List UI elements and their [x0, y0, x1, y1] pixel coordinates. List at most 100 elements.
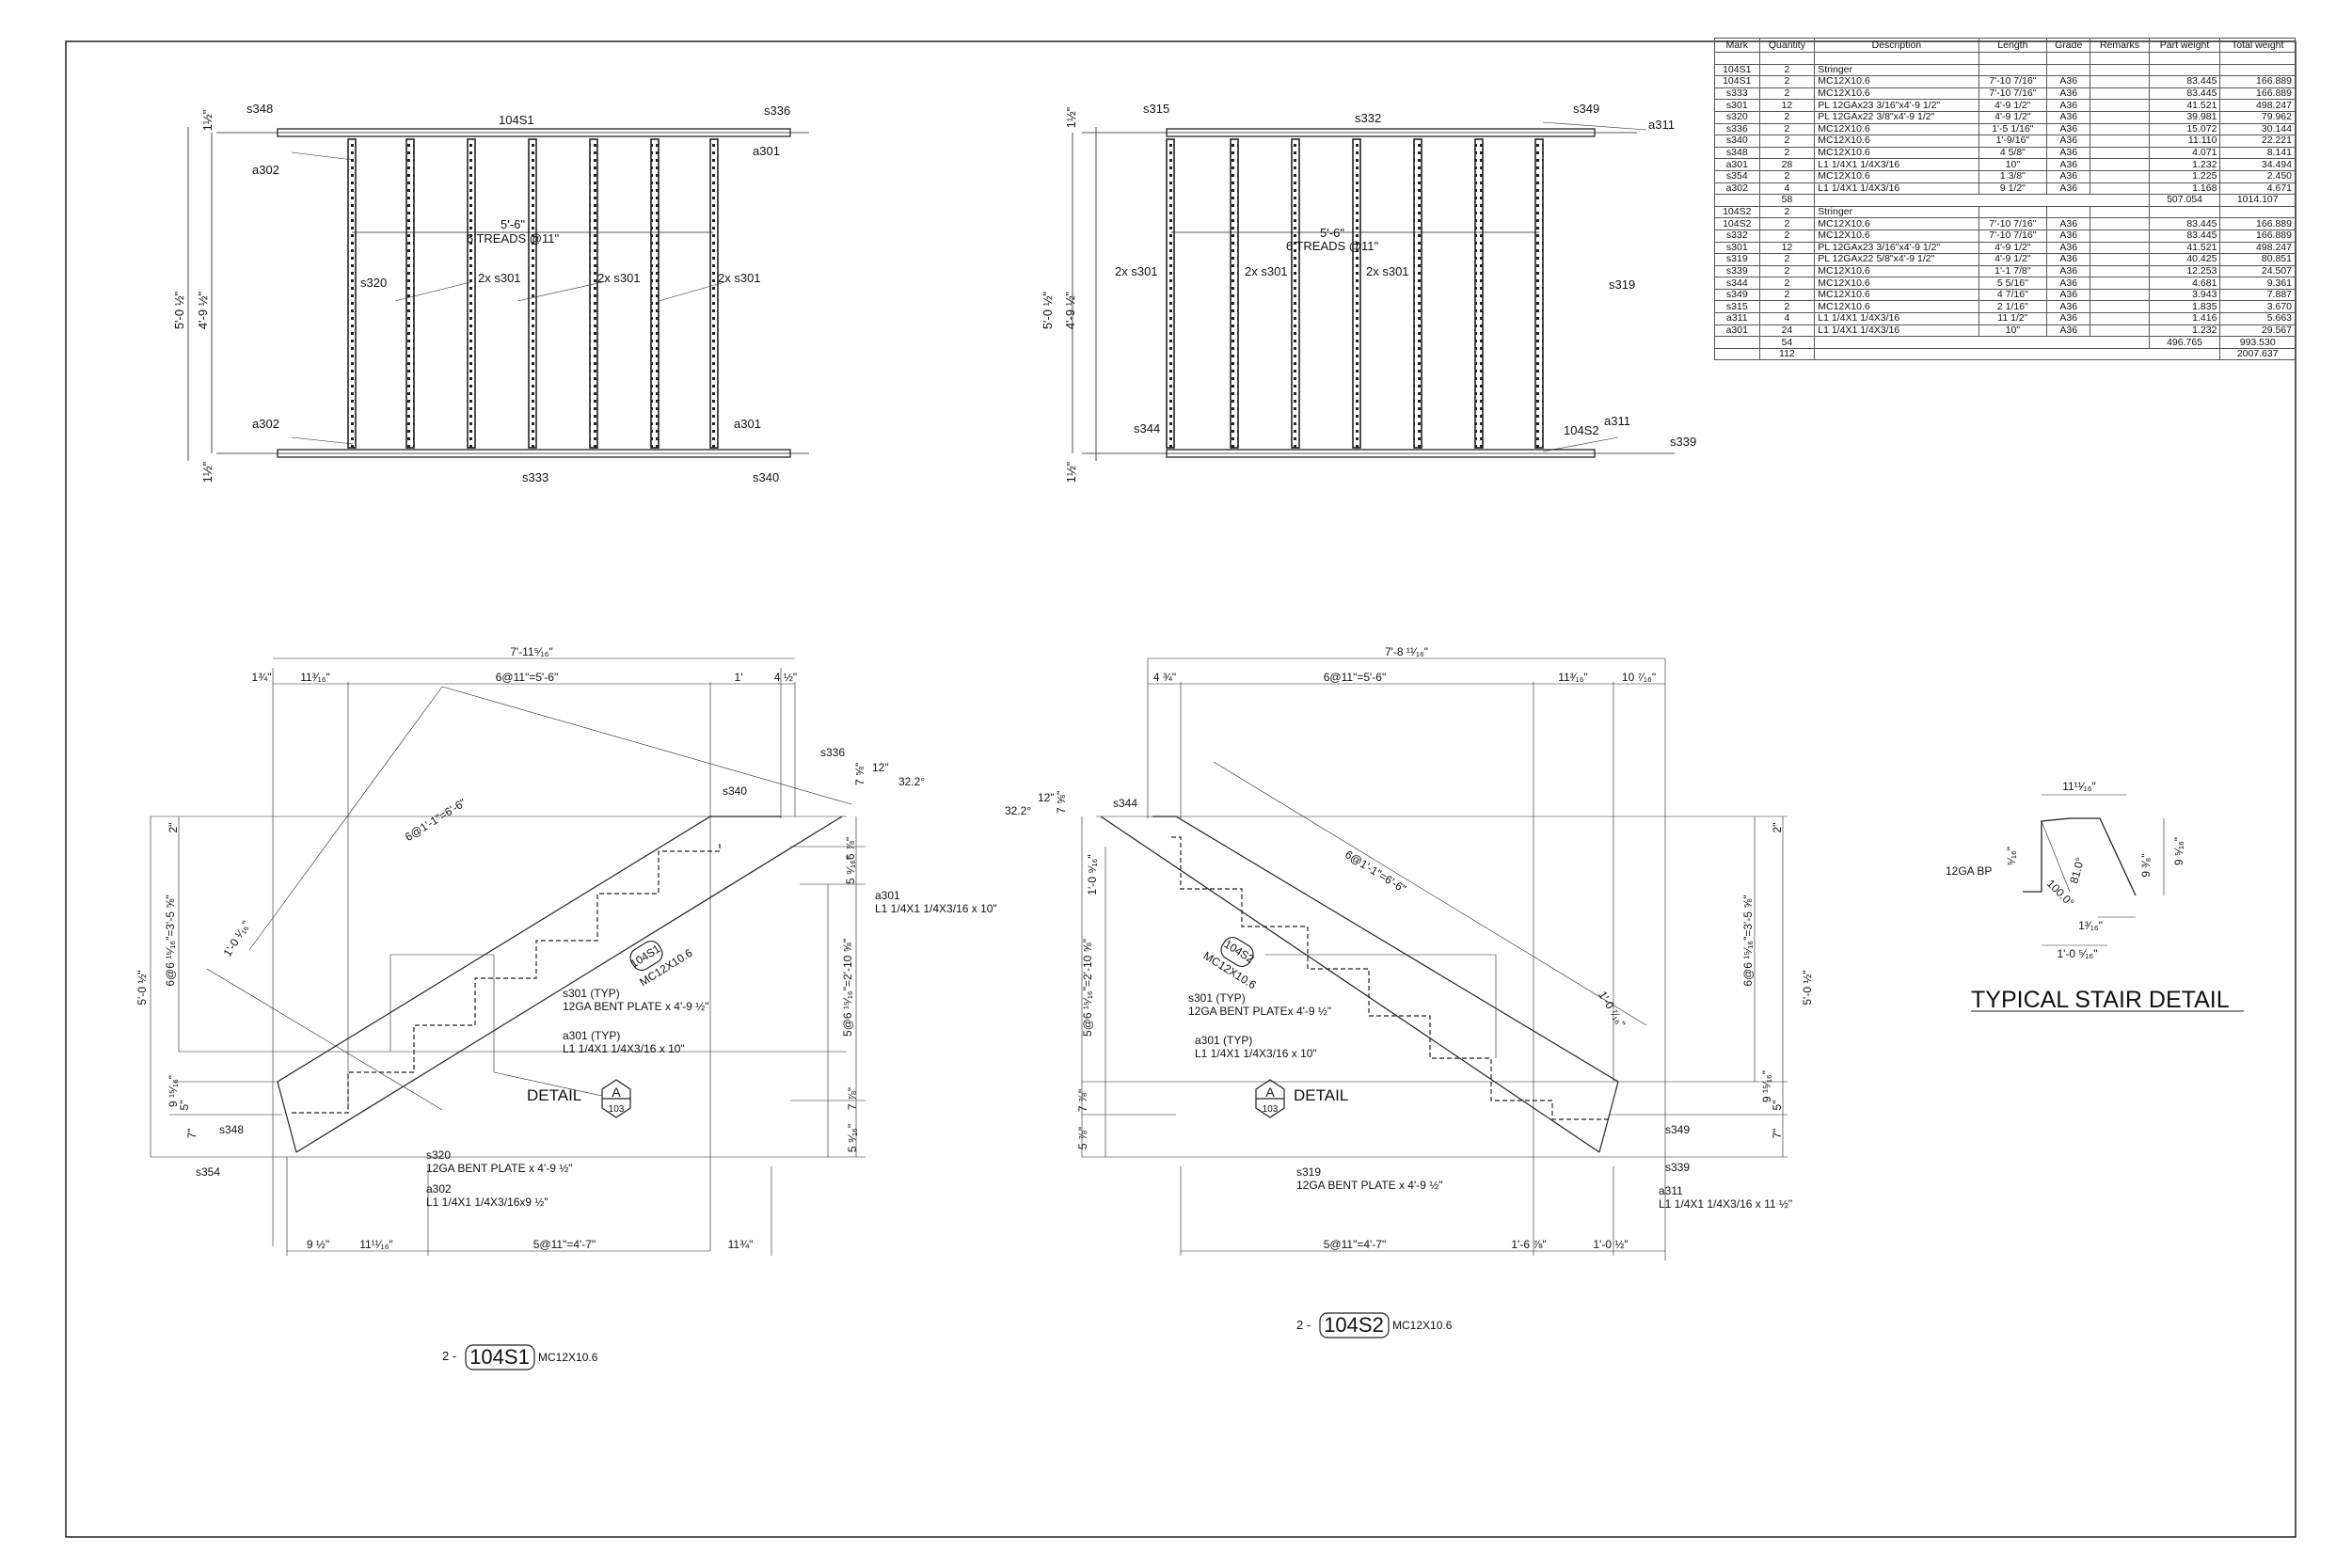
- label-a301-bottom: a301: [734, 417, 761, 431]
- label-a311: a311: [1659, 1184, 1683, 1197]
- bom-cell: 2007.637: [2219, 347, 2296, 361]
- bom-cell: 4'-9 1/2": [1978, 253, 2048, 266]
- dim-d2: 11³⁄₁₆": [300, 671, 330, 684]
- elev1-labels: 7'-11⁵⁄₁₆" 1¾" 11³⁄₁₆" 6@11"=5'-6" 1' 4 …: [135, 645, 997, 1251]
- dim-r-c: 7 ⅞": [846, 1087, 859, 1110]
- bom-cell: 4: [1758, 182, 1816, 196]
- bom-cell: 2: [1758, 300, 1816, 314]
- dim-d3: 6@11"=5'-6": [496, 671, 558, 684]
- bom-cell: 507.054: [2148, 194, 2221, 207]
- dim-b2: 1'-6 ⅞": [1511, 1238, 1546, 1251]
- bom-cell: 104S2: [1714, 217, 1760, 230]
- bom-cell: 2: [1758, 253, 1816, 266]
- bom-cell: 166.889: [2219, 229, 2296, 243]
- bom-cell: 1.232: [2148, 158, 2221, 171]
- label-s301-typ: s301 (TYP): [563, 987, 620, 1000]
- bom-cell: 29.567: [2219, 324, 2296, 338]
- bom-cell: 104S1: [1714, 63, 1760, 77]
- bom-cell: 104S1: [1714, 75, 1760, 88]
- label-s340: s340: [723, 784, 747, 798]
- bom-cell: s319: [1714, 253, 1760, 266]
- label-plate-2: 2x s301: [597, 271, 641, 285]
- label-s319-desc: 12GA BENT PLATE x 4'-9 ½": [1296, 1179, 1443, 1192]
- bom-cell: 2 1/16": [1978, 300, 2048, 314]
- bom-cell: a311: [1714, 312, 1760, 325]
- detail-label: DETAIL: [1294, 1086, 1348, 1104]
- elevation-104S1: [150, 657, 866, 1256]
- bom-cell: 112: [1758, 347, 1816, 361]
- bom-cell: A36: [2046, 87, 2091, 101]
- bom-cell: MC12X10.6: [1814, 300, 1979, 314]
- dim-l-a: 9 ¹⁵⁄₁₆": [167, 1075, 180, 1107]
- bom-cell: 4.671: [2219, 182, 2296, 196]
- dim-r-d: 5 ⁹⁄₁₆": [846, 1124, 859, 1152]
- bom-cell: 2: [1758, 169, 1816, 183]
- bom-cell: 3.670: [2219, 300, 2296, 314]
- detail-letter: A: [612, 1085, 621, 1100]
- dim-b1: 5@11"=4'-7": [1324, 1238, 1386, 1251]
- bom-cell: s344: [1714, 277, 1760, 290]
- bom-cell: 2: [1758, 146, 1816, 160]
- dim-height-rise2: 5@6 ¹⁵⁄₁₆"=2'-10 ⅝": [1081, 939, 1094, 1037]
- bom-cell: 2: [1758, 122, 1816, 136]
- dim-b3: 5@11"=4'-7": [533, 1238, 596, 1251]
- bom-cell: 4'-9 1/2": [1978, 99, 2048, 112]
- bom-cell: 2.450: [2219, 169, 2296, 183]
- bom-cell: 4 7/16": [1978, 288, 2048, 302]
- dim-d1: 1¾": [252, 671, 272, 684]
- label-a301-desc: L1 1/4X1 1/4X3/16 x 10": [875, 902, 997, 915]
- dim-height-rise1: 6@6 ¹⁵⁄₁₆"=3'-5 ⅝": [1741, 895, 1755, 986]
- bom-cell: 11.110: [2148, 135, 2221, 148]
- bom-cell: 3.943: [2148, 288, 2221, 302]
- bom-spacer-row: [1714, 52, 2296, 65]
- plan-view-104S1: [187, 127, 809, 461]
- bom-cell: A36: [2046, 229, 2091, 243]
- detail-letter: A: [1265, 1085, 1275, 1100]
- label-a302-top: a302: [252, 163, 279, 177]
- dim-height-inner: 4'-9 ½": [196, 291, 210, 329]
- label-plate-2: 2x s301: [1245, 264, 1288, 278]
- elev2-labels: 7'-8 ¹¹⁄₁₆" 4 ¾" 6@11"=5'-6" 11³⁄₁₆" 10 …: [1005, 645, 1814, 1251]
- bom-cell: [2090, 122, 2150, 136]
- bom-cell: A36: [2046, 158, 2091, 171]
- bom-cell: 7'-10 7/16": [1978, 75, 2048, 88]
- dim-angle: 32.2°: [898, 775, 925, 788]
- bom-cell: 41.521: [2148, 241, 2221, 255]
- label-s348: s348: [219, 1123, 244, 1136]
- bom-cell: 4 5/8": [1978, 146, 2048, 160]
- detail-sheet: 103: [609, 1104, 625, 1115]
- bom-cell: A36: [2046, 146, 2091, 160]
- bom-cell: 10": [1978, 324, 2048, 338]
- dim-b2: 11¹¹⁄₁₆": [359, 1238, 393, 1251]
- dim-l-a: 7 ⅞": [1076, 1089, 1089, 1112]
- plan1-labels: s348 104S1 s336 a301 a302 5'-6" 6 TREADS…: [172, 102, 790, 484]
- bom-cell: 1'-1 7/8": [1978, 264, 2048, 278]
- detail-labels: 11¹¹⁄₁₆" ⁵⁄₁₆" 12GA BP 100.0° 81.0° 9 ³⁄…: [1946, 780, 2230, 1013]
- bom-cell: [2046, 63, 2091, 77]
- dim-edge-bottom: 1½": [1064, 461, 1078, 483]
- dim-top-thk: 2": [1771, 823, 1784, 833]
- label-s320: s320: [426, 1148, 451, 1162]
- bom-cell: 5.663: [2219, 312, 2296, 325]
- label-s348: s348: [246, 102, 273, 116]
- bom-cell: a301: [1714, 324, 1760, 338]
- bom-cell: 7'-10 7/16": [1978, 217, 2048, 230]
- col-part-weight: Part weight: [2148, 38, 2221, 53]
- dim-angle: 32.2°: [1005, 804, 1031, 817]
- bom-cell: [1978, 205, 2048, 219]
- bom-cell: [2148, 63, 2221, 77]
- bom-cell: 2: [1758, 135, 1816, 148]
- label-a302-desc: L1 1/4X1 1/4X3/16x9 ½": [426, 1196, 548, 1209]
- bom-cell: [2090, 229, 2150, 243]
- bill-of-materials: Mark Quantity Description Length Grade R…: [1714, 38, 2296, 361]
- detail-label: DETAIL: [527, 1086, 581, 1104]
